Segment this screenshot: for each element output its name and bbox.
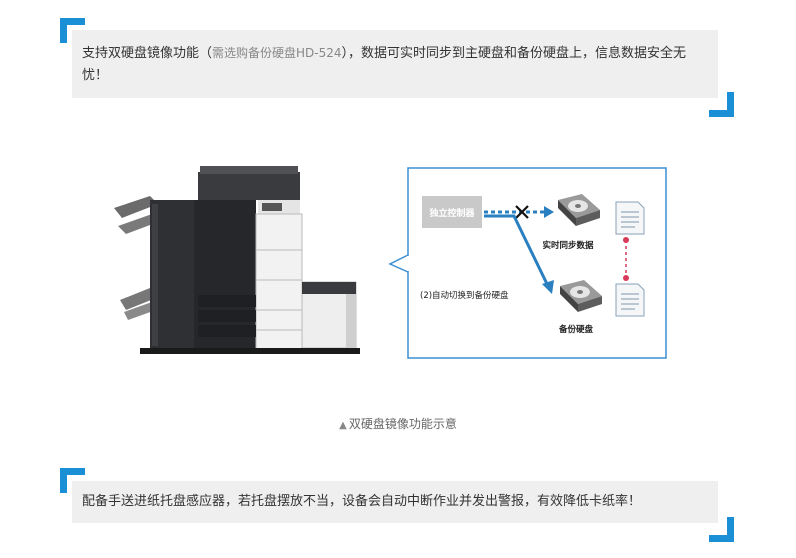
feature-callout-dual-disk: 支持双硬盘镜像功能（需选购备份硬盘HD-524），数据可实时同步到主硬盘和备份硬… <box>72 30 718 98</box>
document-icon <box>615 201 645 235</box>
corner-bracket-top-left <box>60 18 85 43</box>
controller-label: 独立控制器 <box>428 207 475 219</box>
backup-label: 备份硬盘 <box>558 324 594 335</box>
disconnected-x-icon <box>515 205 529 219</box>
sync-label: 实时同步数据 <box>542 240 594 251</box>
callout-text: 配备手送进纸托盘感应器，若托盘摆放不当，设备会自动中断作业并发出警报，有效降低卡… <box>82 494 642 509</box>
figure-caption: ▲双硬盘镜像功能示意 <box>0 415 796 432</box>
document-copy-icon <box>615 283 645 317</box>
option-note: 需选购备份硬盘HD-524 <box>212 46 342 60</box>
feature-callout-tray-sensor: 配备手送进纸托盘感应器，若托盘摆放不当，设备会自动中断作业并发出警报，有效降低卡… <box>72 481 718 523</box>
disk-mirroring-diagram: 独立控制器 实时同步数据 备份硬盘 (2)自动切换到备份硬 <box>388 167 667 359</box>
caption-text: 双硬盘镜像功能示意 <box>348 417 457 431</box>
callout-text: 支持双硬盘镜像功能（需选购备份硬盘HD-524），数据可实时同步到主硬盘和备份硬… <box>82 46 687 83</box>
switch-label: (2)自动切换到备份硬盘 <box>420 290 509 301</box>
corner-bracket-bottom-right <box>709 517 734 542</box>
hard-disk-icon <box>558 194 600 226</box>
multifunction-printer-image <box>114 166 360 354</box>
controller-block <box>422 196 482 228</box>
backup-hard-disk-icon <box>560 280 602 312</box>
corner-bracket-bottom-right <box>709 92 734 117</box>
caption-marker: ▲ <box>339 420 347 431</box>
dual-disk-illustration: 独立控制器 实时同步数据 备份硬盘 (2)自动切换到备份硬 <box>114 166 667 359</box>
corner-bracket-top-left <box>60 468 85 493</box>
